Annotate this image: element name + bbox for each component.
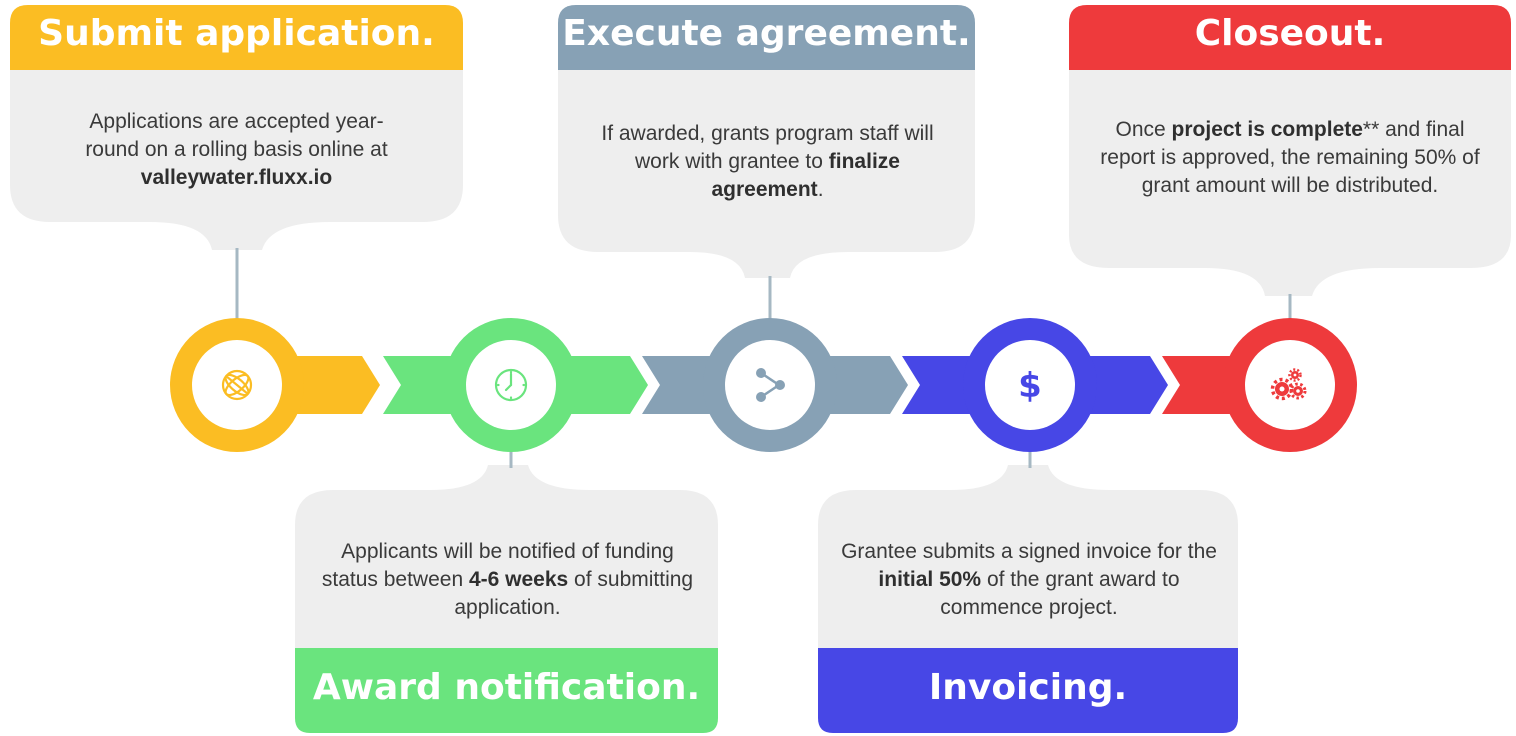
step-1-card bbox=[10, 5, 463, 250]
step-1-description-part: Applications are accepted year-round on … bbox=[85, 110, 388, 161]
step-1-description: Applications are accepted year-round on … bbox=[70, 108, 403, 192]
step-5-title: Closeout. bbox=[1194, 13, 1386, 54]
step-4-title-bar bbox=[818, 648, 1238, 733]
step-3-bubble bbox=[558, 70, 975, 278]
step-3-description: If awarded, grants program staff will wo… bbox=[590, 120, 945, 204]
step-3-description-part: . bbox=[817, 178, 824, 201]
step-4-node: $ bbox=[963, 318, 1097, 452]
share-icon bbox=[756, 368, 785, 402]
step-5-card bbox=[1069, 5, 1511, 296]
step-4-description-part: of the grant award to commence project. bbox=[940, 568, 1180, 619]
step-3-card bbox=[558, 5, 975, 278]
step-1-title: Submit application. bbox=[38, 13, 435, 54]
step-1-bubble bbox=[10, 70, 463, 250]
step-2-card bbox=[295, 465, 718, 733]
step-5-description: Once project is complete** and final rep… bbox=[1095, 116, 1485, 200]
step-3-title-bar bbox=[558, 5, 975, 70]
step-2-bubble bbox=[295, 465, 718, 648]
step-2-title: Award notification. bbox=[312, 667, 701, 708]
step-2-description-part: Applicants will be notified of funding s… bbox=[321, 540, 674, 591]
step-5-description-part: ** and final report is approved, the rem… bbox=[1100, 118, 1480, 197]
step-3-node bbox=[703, 318, 837, 452]
step-4-description-part: Grantee submits a signed invoice for the bbox=[841, 540, 1217, 563]
step-4-title: Invoicing. bbox=[928, 667, 1128, 708]
step-1-description-part: valleywater.fluxx.io bbox=[140, 166, 333, 189]
clock-icon bbox=[494, 368, 528, 402]
step-1-node bbox=[170, 318, 304, 452]
step-3-description-part: finalize agreement bbox=[711, 150, 900, 201]
step-1-title-bar bbox=[10, 5, 463, 70]
step-2-title-bar bbox=[295, 648, 718, 733]
step-5-description-part: Once bbox=[1115, 118, 1172, 141]
step-2-description-part: 4-6 weeks bbox=[468, 568, 569, 591]
step-5-node bbox=[1223, 318, 1357, 452]
step-2-description-part: of submitting application. bbox=[454, 568, 694, 619]
gears-icon bbox=[1270, 368, 1307, 401]
dollar-icon: $ bbox=[1018, 366, 1042, 406]
step-2-description: Applicants will be notified of funding s… bbox=[320, 538, 695, 622]
step-5-description-part: project is complete bbox=[1171, 118, 1363, 141]
step-3-title: Execute agreement. bbox=[562, 13, 971, 54]
step-4-description-part: initial 50% bbox=[878, 568, 982, 591]
globe-icon bbox=[221, 369, 253, 401]
step-2-node bbox=[444, 318, 578, 452]
step-4-bubble bbox=[818, 465, 1238, 648]
step-5-title-bar bbox=[1069, 5, 1511, 70]
step-4-description: Grantee submits a signed invoice for the… bbox=[830, 538, 1228, 622]
step-4-card bbox=[818, 465, 1238, 733]
step-5-bubble bbox=[1069, 70, 1511, 296]
step-3-description-part: If awarded, grants program staff will wo… bbox=[601, 122, 934, 173]
